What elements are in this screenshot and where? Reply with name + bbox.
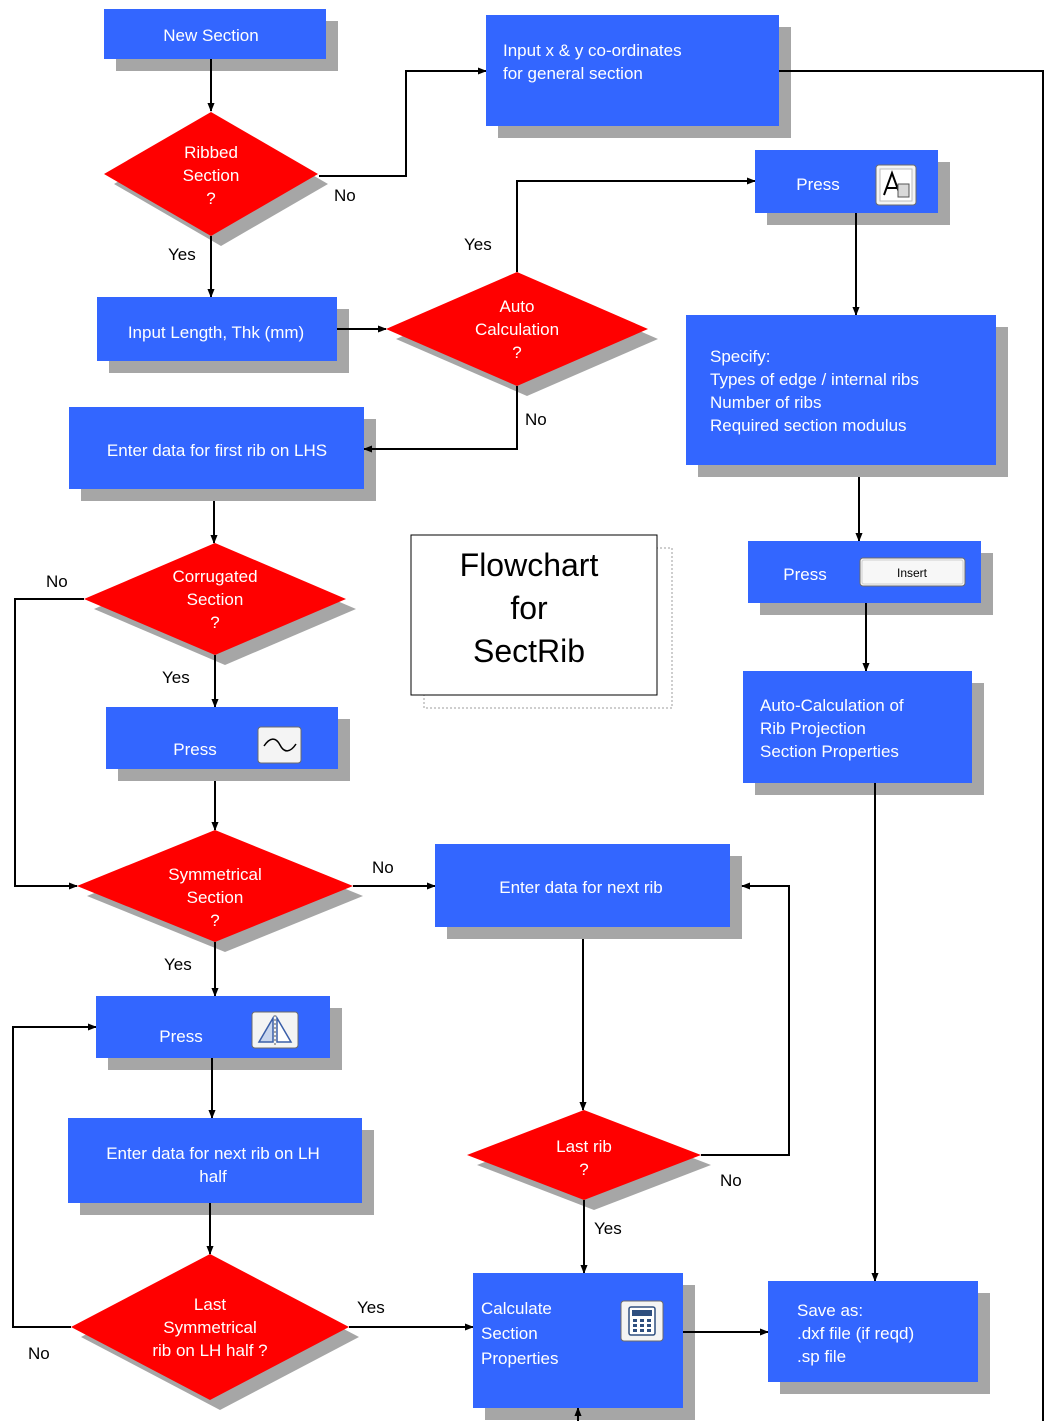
auto-calc-rib-text: Section Properties (760, 742, 899, 761)
press-auto-text: Press (796, 175, 839, 194)
title-line: SectRib (473, 633, 585, 669)
specify-text: Types of edge / internal ribs (710, 370, 919, 389)
last-rib-q-diamond (467, 1110, 701, 1200)
insert-button-label: Insert (897, 566, 928, 580)
input-xy-text: for general section (503, 64, 643, 83)
symmetrical-q-diamond (77, 830, 353, 942)
insert-button[interactable]: Insert (859, 557, 966, 587)
save-as-text: .dxf file (if reqd) (797, 1324, 914, 1343)
auto-calc-q-text: Auto (500, 297, 535, 316)
save-as-box (768, 1281, 978, 1382)
specify-text: Required section modulus (710, 416, 907, 435)
label-last-rib-no: No (720, 1171, 742, 1190)
enter-next-text: Enter data for next rib (499, 878, 662, 897)
input-length-text: Input Length, Thk (mm) (128, 323, 304, 342)
auto-calc-rib-text: Rib Projection (760, 719, 866, 738)
press-mirror-text: Press (159, 1027, 202, 1046)
input-length-box (97, 297, 337, 361)
conn-corr-no-to-sym (14, 598, 84, 890)
conn-lastrib-no-loop (701, 882, 790, 1156)
corrugated-q-text: Corrugated (172, 567, 257, 586)
last-rib-q-text: ? (579, 1160, 588, 1179)
enter-next-lh-text: Enter data for next rib on LH (106, 1144, 320, 1163)
press-insert-text: Press (783, 565, 826, 584)
symmetrical-q-text: Section (187, 888, 244, 907)
conn-ribbed-no-to-xy (319, 67, 487, 177)
last-sym-q-text: rib on LH half ? (152, 1341, 267, 1360)
mirror-icon (251, 1011, 299, 1049)
corrugated-q-diamond (84, 543, 346, 655)
auto-calc-rib-text: Auto-Calculation of (760, 696, 904, 715)
corrugated-q-text: Section (187, 590, 244, 609)
last-rib-q-text: Last rib (556, 1137, 612, 1156)
conn-auto-no-to-first (363, 386, 518, 453)
auto-calc-rib-box (743, 671, 972, 783)
enter-first-text: Enter data for first rib on LHS (107, 441, 327, 460)
specify-box (686, 315, 996, 465)
label-corrugated-yes: Yes (162, 668, 190, 687)
enter-next-lh-text: half (199, 1167, 227, 1186)
corrugated-q-text: ? (210, 613, 219, 632)
label-last-rib-yes: Yes (594, 1219, 622, 1238)
conn-xy-to-right (779, 70, 1044, 1421)
input-xy-text: Input x & y co-ordinates (503, 41, 682, 60)
label-auto-yes: Yes (464, 235, 492, 254)
label-ribbed-yes: Yes (168, 245, 196, 264)
title-box (410, 534, 658, 696)
enter-next-box (435, 844, 730, 927)
symmetrical-q-text: Symmetrical (168, 865, 262, 884)
conn-auto-yes-to-press (516, 177, 756, 272)
ribbed-q-diamond (104, 112, 318, 236)
new-section-text: New Section (163, 26, 258, 45)
auto-calc-icon (875, 164, 917, 206)
calc-props-text: Properties (481, 1349, 558, 1368)
specify-text: Number of ribs (710, 393, 821, 412)
title-line: for (510, 590, 548, 626)
input-xy-box (486, 15, 779, 126)
label-symmetrical-yes: Yes (164, 955, 192, 974)
label-corrugated-no: No (46, 572, 68, 591)
press-wave-box (106, 707, 338, 769)
label-auto-no: No (525, 410, 547, 429)
conn-lastsym-no-loop (12, 1023, 97, 1328)
last-sym-q-text: Symmetrical (163, 1318, 257, 1337)
title-line: Flowchart (460, 547, 599, 583)
label-ribbed-no: No (334, 186, 356, 205)
save-as-text: .sp file (797, 1347, 846, 1366)
specify-text: Specify: (710, 347, 770, 366)
last-sym-q-diamond (71, 1254, 349, 1400)
auto-calc-q-text: ? (512, 343, 521, 362)
auto-calc-q-diamond (386, 272, 648, 386)
calculator-icon (620, 1300, 664, 1342)
calc-props-text: Calculate (481, 1299, 552, 1318)
press-wave-text: Press (173, 740, 216, 759)
symmetrical-q-text: ? (210, 911, 219, 930)
ribbed-q-text: Ribbed (184, 143, 238, 162)
wave-icon (257, 726, 302, 764)
label-last-symmetrical-no: No (28, 1344, 50, 1363)
last-sym-q-text: Last (194, 1295, 226, 1314)
enter-next-lh-box (68, 1118, 362, 1203)
new-section-box (104, 9, 326, 59)
save-as-text: Save as: (797, 1301, 863, 1320)
calc-props-text: Section (481, 1324, 538, 1343)
auto-calc-q-text: Calculation (475, 320, 559, 339)
ribbed-q-text: Section (183, 166, 240, 185)
ribbed-q-text: ? (206, 189, 215, 208)
enter-first-box (69, 407, 364, 489)
label-last-symmetrical-yes: Yes (357, 1298, 385, 1317)
label-symmetrical-no: No (372, 858, 394, 877)
